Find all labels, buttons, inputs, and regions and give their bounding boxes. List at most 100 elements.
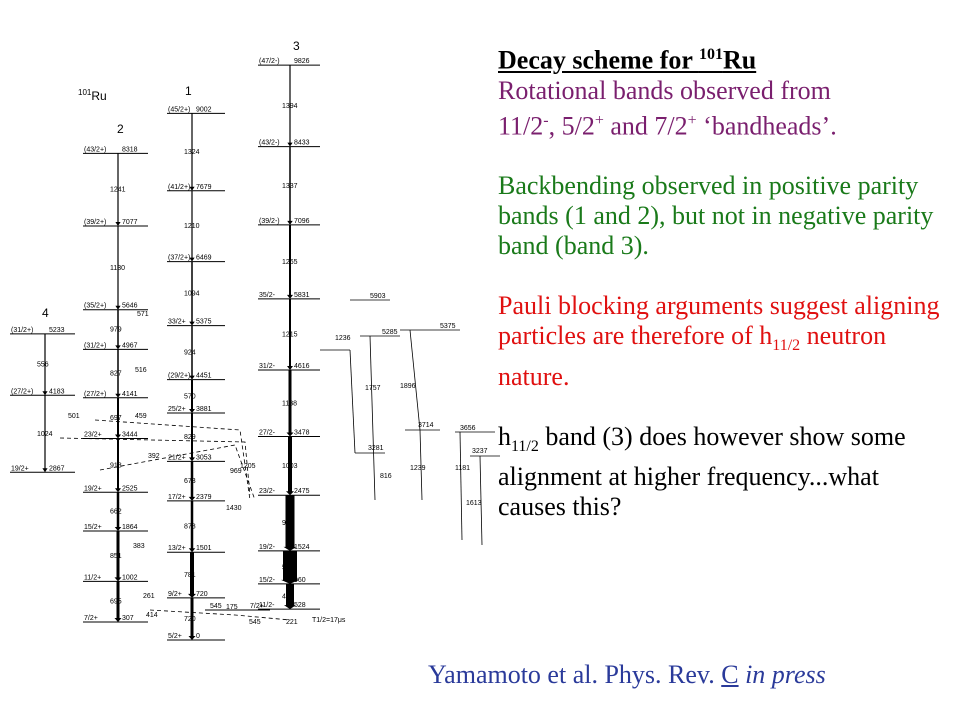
side-energy-5285: 5285 (382, 329, 398, 336)
side-gamma-1239: 1239 (410, 465, 426, 472)
level-spin: 11/2- (259, 602, 275, 609)
level-energy: 9002 (196, 106, 212, 113)
title-prefix: Decay scheme for (498, 45, 699, 75)
gamma-energy: 697 (110, 415, 122, 422)
pauli-sub: 11/2 (772, 337, 801, 355)
notes-question: h11/2 band (3) does however show some al… (498, 422, 948, 522)
gamma-energy: 433 (282, 593, 294, 600)
level-energy: 5375 (196, 319, 212, 326)
gamma-energy: 829 (184, 434, 196, 441)
side-gamma-1896: 1896 (400, 383, 416, 390)
gamma-arrowhead (284, 605, 296, 610)
citation-journal: C (721, 660, 739, 689)
gamma-transition (191, 261, 193, 323)
gamma-transition (117, 397, 119, 436)
gamma-energy: 827 (110, 371, 122, 378)
gamma-energy: 720 (184, 616, 196, 623)
bandhead-1: 11/2 (498, 111, 544, 141)
gamma-arrowhead (188, 636, 196, 640)
level-spin: (27/2+) (11, 388, 33, 395)
level-spin: (29/2+) (168, 373, 190, 380)
side-energy-3714: 3714 (418, 422, 434, 429)
gamma-transition (283, 550, 297, 581)
question-rest: band (3) does however show some alignmen… (498, 421, 906, 521)
gamma-energy: 1130 (110, 265, 125, 272)
level-energy: 3053 (196, 454, 212, 461)
gamma-arrowhead (114, 618, 122, 623)
gamma-arrowhead (115, 345, 121, 350)
level-energy: 3444 (122, 432, 138, 439)
level-spin: (39/2+) (84, 219, 106, 226)
side-energy-5375: 5375 (440, 323, 456, 330)
gamma-transition (116, 492, 120, 528)
gamma-energy: 1265 (282, 259, 298, 266)
question-sub: 11/2 (511, 437, 539, 455)
gamma-transition (191, 190, 193, 259)
level-energy: 4183 (49, 388, 65, 395)
level-energy: 960 (294, 577, 306, 584)
gamma-energy: 1394 (282, 103, 298, 110)
side-gamma-1236: 1236 (335, 335, 351, 342)
gamma-arrowhead (281, 579, 299, 584)
gamma-energy: 1024 (37, 431, 53, 438)
level-spin: (27/2+) (84, 391, 106, 398)
level-spin: 23/2+ (84, 432, 102, 439)
band-number-4: 4 (42, 306, 49, 320)
gamma-energy: 556 (37, 362, 49, 369)
level-lines (10, 64, 320, 641)
band-number-1: 1 (185, 84, 192, 98)
level-energy: 4967 (122, 342, 138, 349)
side-energy-3656: 3656 (460, 425, 476, 432)
level-energy: 9826 (294, 58, 310, 65)
side-gamma-414: 414 (146, 612, 158, 619)
level-spin: 17/2+ (168, 494, 186, 501)
gamma-energy: 1094 (184, 291, 200, 298)
level-spin: (39/2-) (259, 218, 280, 225)
question-h: h (498, 421, 511, 451)
side-gamma-261: 261 (143, 593, 155, 600)
gamma-arrowhead (283, 546, 297, 551)
side-gamma-816: 816 (380, 473, 392, 480)
notes-backbending: Backbending observed in positive parity … (498, 171, 934, 261)
notes-pauli: Pauli blocking arguments suggest alignin… (498, 291, 948, 391)
gamma-transition (286, 583, 294, 607)
nucleus-mass: 101 (78, 88, 92, 97)
gamma-arrowhead (189, 321, 195, 326)
gamma-arrowhead (287, 142, 293, 147)
level-energy: 1524 (294, 544, 310, 551)
band-number-3: 3 (293, 39, 300, 53)
level-spin: (41/2+) (168, 184, 190, 191)
side-gamma-516: 516 (135, 367, 147, 374)
level-spin: 19/2- (259, 544, 276, 551)
gamma-transition (288, 369, 292, 434)
level-energy: 5233 (49, 327, 65, 334)
pauli-end: neutron nature. (498, 321, 887, 391)
level-spin: 31/2- (259, 363, 276, 370)
level-energy: 7096 (294, 218, 310, 225)
level-energy: 2379 (196, 494, 212, 501)
level-spin: 21/2+ (168, 454, 186, 461)
gamma-energy: 662 (110, 509, 122, 516)
level-labels: 05/2+7209/2+150113/2+237917/2+305321/2+3… (11, 58, 310, 640)
title-element: Ru (722, 45, 757, 75)
bandhead-3-sup: + (687, 111, 697, 129)
gamma-arrowhead (115, 488, 121, 493)
level-spin: (31/2+) (84, 342, 106, 349)
level-spin: (35/2+) (84, 303, 106, 310)
level-energy: 7077 (122, 219, 138, 226)
gamma-arrowhead (188, 548, 196, 553)
gamma-arrowhead (115, 393, 121, 398)
gamma-energy: 1337 (282, 183, 298, 190)
level-spin: 19/2+ (11, 465, 29, 472)
gamma-transition (289, 224, 291, 296)
gamma-transition (191, 113, 193, 188)
gamma-energy: 851 (110, 553, 122, 560)
side-gamma-1613: 1613 (466, 500, 482, 507)
level-energy: 5646 (122, 303, 138, 310)
gamma-energy: 695 (110, 599, 122, 606)
level-spin: (43/2-) (259, 140, 280, 147)
gamma-transition (190, 461, 194, 498)
gamma-arrowhead (189, 257, 195, 262)
level-spin: 15/2- (259, 577, 276, 584)
gamma-arrowhead (114, 577, 122, 582)
